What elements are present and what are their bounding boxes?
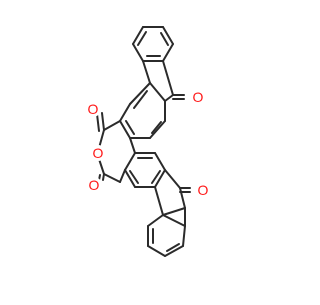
bond [162, 60, 174, 96]
oxygen-atom-ring-ether: O [90, 145, 106, 161]
molecule-structure: O O O O O [85, 26, 211, 257]
oxygen-atom-lactone-lower: O [86, 177, 102, 193]
atom-label: O [193, 89, 204, 105]
bond [132, 43, 144, 62]
atom-label: O [89, 177, 100, 193]
bond-double-inner [137, 31, 147, 46]
bond [154, 186, 164, 216]
bond [142, 60, 151, 84]
molecule-canvas: O O O O O [85, 26, 211, 257]
bond [132, 26, 144, 45]
bond [164, 169, 181, 189]
bond [124, 152, 136, 171]
bond-c-o-double [96, 113, 100, 132]
bond [103, 173, 121, 183]
bond [103, 120, 121, 131]
bond-double-inner [125, 120, 135, 135]
bond-double-inner [160, 32, 169, 46]
bond [124, 169, 136, 188]
bond [98, 129, 105, 149]
atom-label: O [93, 145, 104, 161]
oxygen-atom-top-ketone: O [190, 89, 206, 105]
top-benzene-ring [132, 26, 174, 62]
atom-label: O [198, 182, 209, 198]
bond-double-inner [151, 121, 162, 134]
bond [129, 82, 151, 105]
bond [149, 120, 166, 139]
bond [98, 158, 105, 175]
bond [154, 152, 166, 171]
bond-double-inner [133, 90, 148, 109]
bond [119, 169, 126, 183]
atom-label: O [88, 101, 99, 117]
bond-c-o [102, 173, 105, 181]
bond-c-o [101, 112, 105, 131]
bond [164, 94, 174, 102]
bond [162, 43, 174, 62]
bond [149, 82, 166, 102]
bond [154, 169, 166, 188]
bond [162, 207, 186, 216]
bond [147, 245, 166, 257]
oxygen-atom-bottom-ketone: O [195, 182, 211, 198]
bottom-benzene-ring [147, 207, 186, 257]
bond [147, 214, 164, 227]
bond [162, 26, 174, 45]
bond [119, 120, 131, 139]
lower-central-benzene-ring [119, 152, 166, 188]
bond-double-inner [129, 170, 139, 184]
bond [162, 214, 186, 227]
bottom-cyclopentanone-ring [154, 169, 191, 216]
bond [129, 137, 136, 154]
bond [182, 225, 186, 247]
top-cyclopentanone-ring [142, 60, 185, 102]
oxygen-atom-lactone-upper: O [85, 101, 101, 117]
upper-central-benzene-ring [119, 82, 166, 139]
bond [164, 245, 184, 257]
bond [119, 103, 131, 122]
bond-double-inner [166, 243, 180, 252]
bond-double-inner [151, 170, 161, 184]
